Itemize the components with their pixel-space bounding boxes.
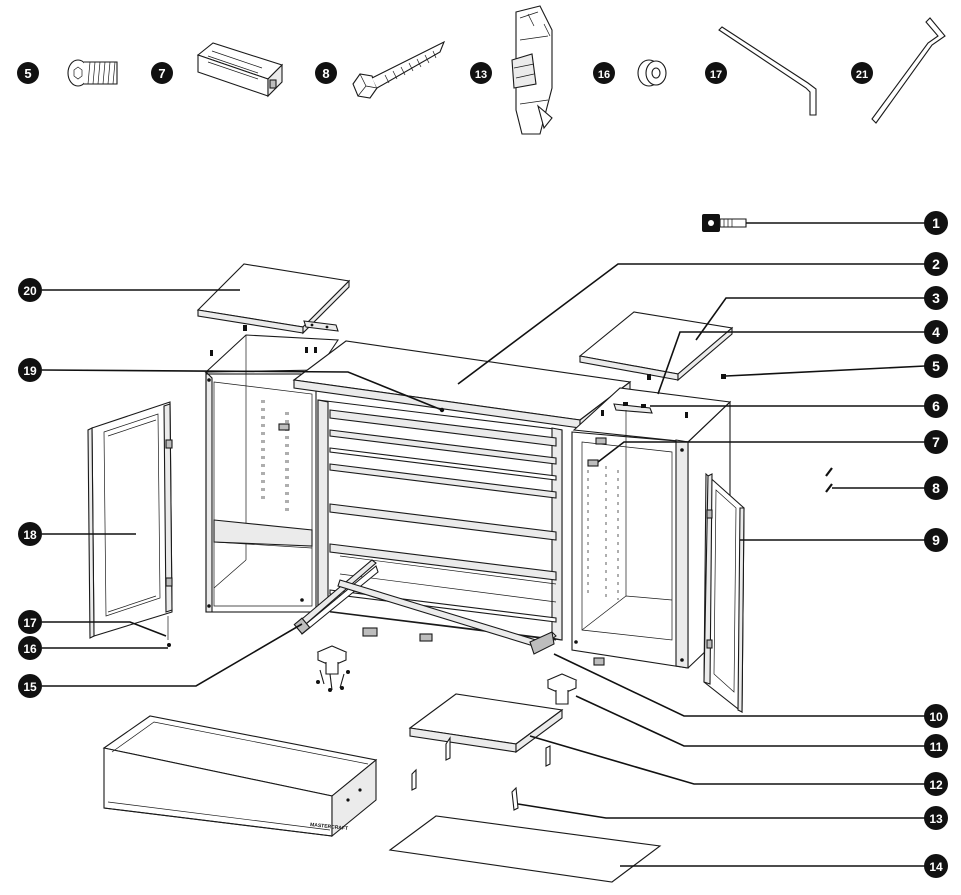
callout-1: 1 (924, 211, 948, 235)
callout-1-label: 1 (932, 215, 940, 231)
callout-4: 4 (924, 320, 948, 344)
callout-12: 12 (924, 772, 948, 796)
callout-19-label: 19 (23, 364, 37, 378)
callout-10: 10 (924, 704, 948, 728)
callout-20: 20 (18, 278, 42, 302)
callout-badges: 1 2 3 4 5 6 7 8 9 10 11 12 13 14 15 16 1… (18, 211, 948, 878)
hardware-hexkey-17: 17 (705, 26, 817, 116)
hardware-label-7: 7 (158, 66, 165, 81)
hardware-hinge-13: 13 (470, 5, 553, 135)
hardware-label-16: 16 (598, 69, 610, 81)
callout-10-label: 10 (929, 710, 943, 724)
drawer-slide-right (337, 579, 557, 655)
leveling-foot-right (546, 673, 578, 705)
right-cabinet (571, 400, 731, 669)
callout-11-label: 11 (930, 740, 943, 754)
callout-5-label: 5 (932, 358, 940, 374)
hardware-label-21: 21 (856, 69, 868, 81)
hardware-hexkey-21: 21 (851, 17, 946, 124)
left-door (87, 401, 173, 647)
callout-13-label: 13 (929, 812, 943, 826)
drawer-box: MASTERCRAFT (102, 715, 378, 838)
callout-18: 18 (18, 522, 42, 546)
hardware-label-17: 17 (710, 69, 722, 81)
screw-parts (825, 467, 833, 493)
callout-17-label: 17 (23, 616, 37, 630)
callout-2: 2 (924, 252, 948, 276)
callout-14: 14 (924, 854, 948, 878)
left-top-panel (196, 263, 351, 335)
liner-panel (388, 815, 662, 883)
callout-5: 5 (924, 354, 948, 378)
hardware-screw-8: 8 (315, 40, 446, 99)
center-drawer-unit (317, 399, 563, 642)
callout-12-label: 12 (929, 778, 943, 792)
callout-19: 19 (18, 358, 42, 382)
hardware-bolt-5: 5 (17, 59, 118, 87)
hardware-label-8: 8 (322, 66, 329, 81)
callout-15: 15 (18, 674, 42, 698)
shelf-panel (408, 693, 564, 754)
callout-16: 16 (18, 636, 42, 660)
callout-11: 11 (924, 734, 948, 758)
right-door (703, 472, 745, 714)
hinge-parts (411, 736, 551, 811)
callout-3: 3 (924, 286, 948, 310)
hardware-label-13: 13 (475, 69, 487, 81)
callout-9-label: 9 (932, 532, 940, 548)
svg-text:MASTERCRAFT: MASTERCRAFT (310, 822, 348, 832)
callout-18-label: 18 (23, 528, 37, 542)
callout-16-label: 16 (23, 642, 37, 656)
callout-17: 17 (18, 610, 42, 634)
callout-7-label: 7 (932, 434, 940, 450)
callout-6-label: 6 (932, 398, 940, 414)
callout-15-label: 15 (23, 680, 37, 694)
callout-6: 6 (924, 394, 948, 418)
callout-8-label: 8 (932, 480, 940, 496)
callout-7: 7 (924, 430, 948, 454)
callout-8: 8 (924, 476, 948, 500)
callout-4-label: 4 (932, 324, 940, 340)
leader-lines (41, 222, 926, 867)
hardware-spacer-16: 16 (593, 59, 667, 87)
callout-3-label: 3 (932, 290, 940, 306)
key-part (702, 214, 747, 232)
hardware-clip-7: 7 (151, 42, 284, 98)
hardware-label-5: 5 (24, 66, 31, 81)
callout-13: 13 (924, 806, 948, 830)
callout-2-label: 2 (932, 256, 940, 272)
callout-20-label: 20 (23, 284, 37, 298)
bolt-part (721, 374, 726, 379)
callout-9: 9 (924, 528, 948, 552)
leveling-foot-left (316, 645, 350, 692)
callout-14-label: 14 (929, 860, 943, 874)
left-cabinet (204, 334, 339, 613)
right-top-panel (578, 311, 734, 382)
